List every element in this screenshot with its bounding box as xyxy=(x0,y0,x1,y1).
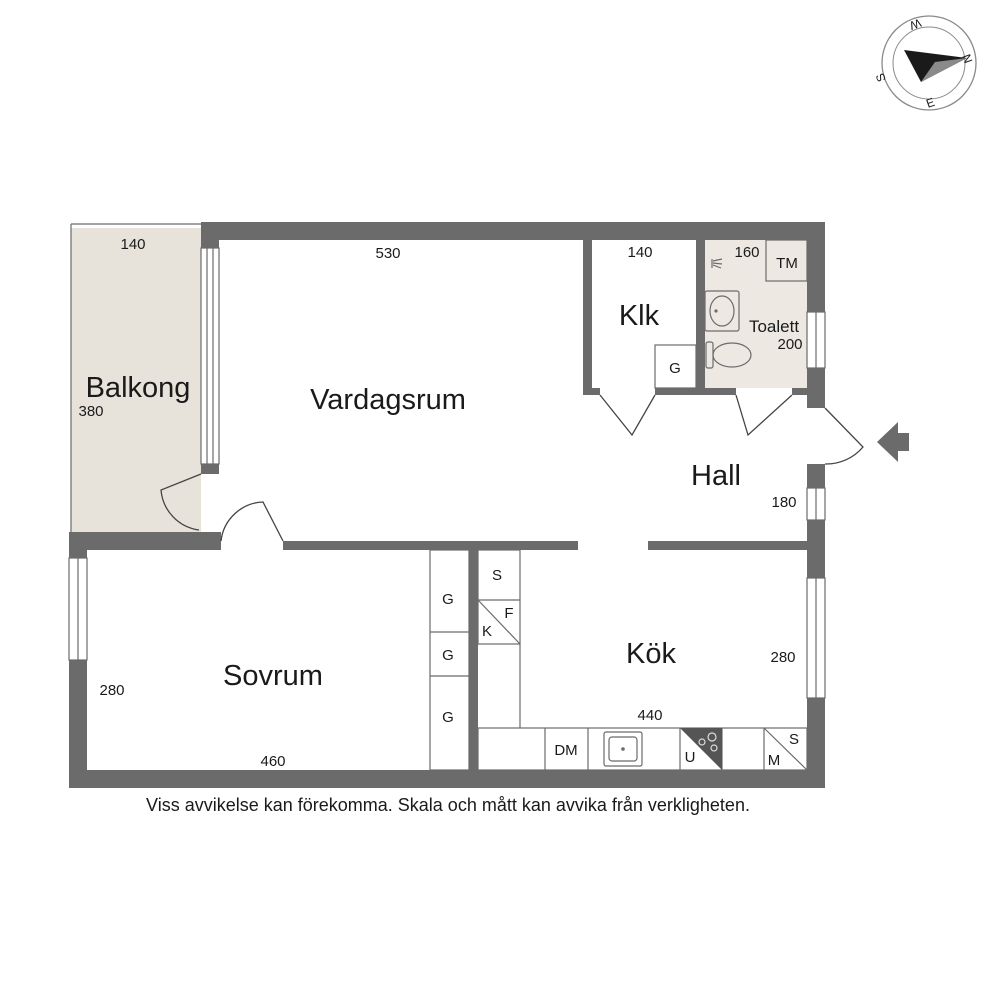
room-toalett: Toalett xyxy=(749,317,799,336)
compass-rose-icon xyxy=(881,15,977,111)
label-k: K xyxy=(482,623,492,640)
room-kok: Kök xyxy=(626,638,676,670)
dim-hall-height: 180 xyxy=(771,494,796,511)
room-klk: Klk xyxy=(619,300,660,332)
dim-vardagsrum-width: 530 xyxy=(375,245,400,262)
stove-icon xyxy=(680,728,722,770)
dim-kok-height: 280 xyxy=(770,649,795,666)
toilet-icon xyxy=(705,341,752,369)
balcony-area xyxy=(71,228,201,532)
dim-toalett-width: 160 xyxy=(734,244,759,261)
room-sovrum: Sovrum xyxy=(223,660,323,692)
dim-sovrum-height: 280 xyxy=(99,682,124,699)
disclaimer-text: Viss avvikelse kan förekomma. Skala och … xyxy=(146,795,750,815)
label-u: U xyxy=(685,749,696,766)
bathroom-area xyxy=(705,240,807,388)
bath-sink-icon xyxy=(704,290,740,332)
sink-icon xyxy=(603,731,643,767)
label-g-sovrum-2: G xyxy=(442,647,454,664)
room-hall: Hall xyxy=(691,460,741,492)
klk-closet xyxy=(654,344,697,389)
label-g-sovrum-1: G xyxy=(442,591,454,608)
label-s-fridge: S xyxy=(492,567,502,584)
dim-sovrum-width: 460 xyxy=(260,753,285,770)
interior-walls xyxy=(283,240,807,770)
label-s-bottom: S xyxy=(789,731,799,748)
outer-walls xyxy=(69,222,825,788)
compass-w: W xyxy=(907,16,923,33)
windows xyxy=(68,247,826,699)
washing-machine-box xyxy=(765,239,808,282)
balcony-railing xyxy=(70,223,201,532)
doors xyxy=(160,394,864,542)
label-g-sovrum-3: G xyxy=(442,709,454,726)
dim-balkong-height: 380 xyxy=(78,403,103,420)
room-balkong: Balkong xyxy=(86,372,191,404)
dim-balkong-width: 140 xyxy=(120,236,145,253)
label-tm: TM xyxy=(776,255,798,272)
dim-klk-width: 140 xyxy=(627,244,652,261)
label-f: F xyxy=(504,605,513,622)
dim-toalett-height: 200 xyxy=(777,336,802,353)
shower-icon xyxy=(711,258,723,269)
dim-kok-width: 440 xyxy=(637,707,662,724)
entrance-arrow-icon xyxy=(877,422,909,462)
wardrobes xyxy=(429,549,470,771)
label-g-klk: G xyxy=(669,360,681,377)
label-m: M xyxy=(768,752,781,769)
room-vardagsrum: Vardagsrum xyxy=(310,384,466,416)
label-dm: DM xyxy=(554,742,577,759)
